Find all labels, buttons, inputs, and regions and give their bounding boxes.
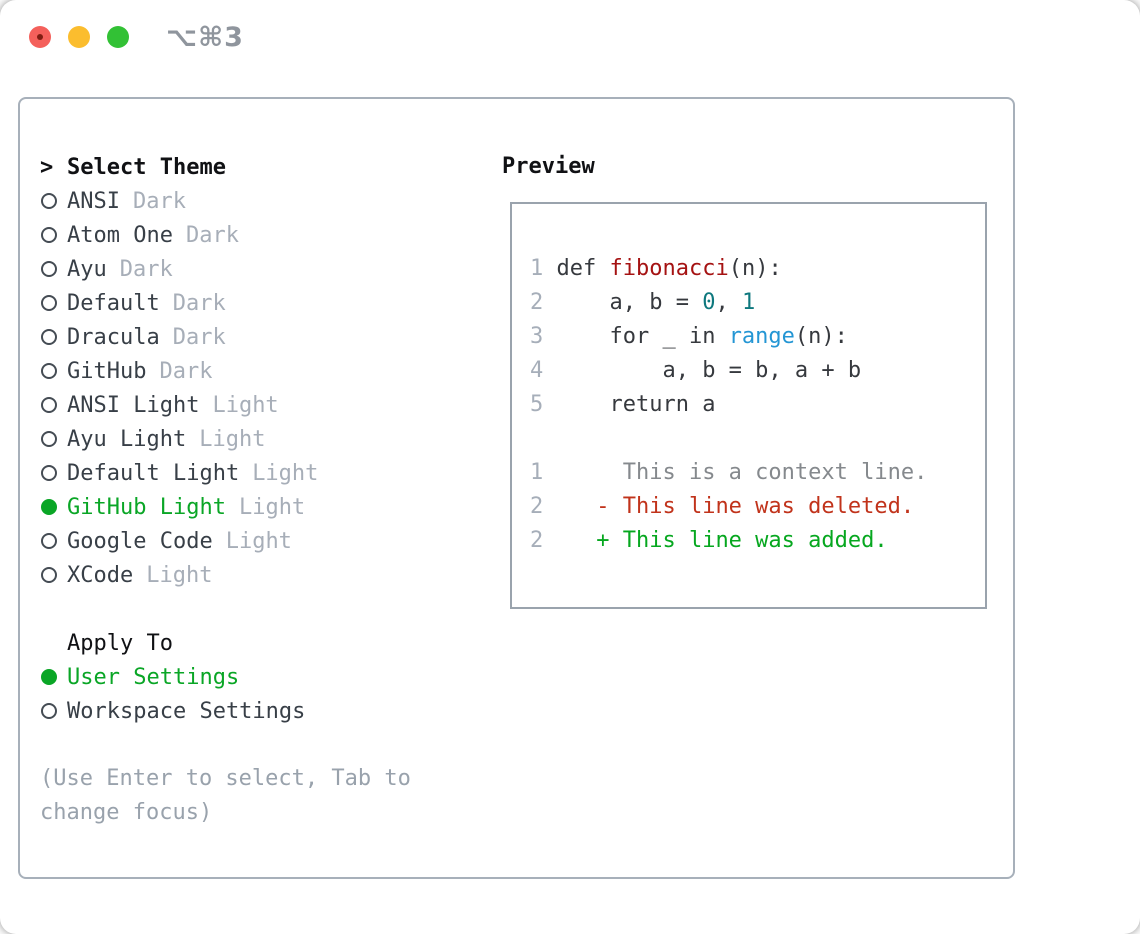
prompt-caret-icon: > [40,154,54,180]
option-variant-label: Light [238,494,306,520]
theme-option-ayu[interactable]: Ayu Dark [40,252,480,286]
radio-icon [40,397,67,413]
theme-option-default-light[interactable]: Default Light Light [40,456,480,490]
select-theme-header: > Select Theme [40,150,480,184]
titlebar: ⌥⌘3 [0,0,1140,74]
radio-icon [40,193,67,209]
spacer [40,592,480,626]
option-variant-label: Dark [132,188,186,214]
radio-icon [40,567,67,583]
option-label: Default [67,290,160,316]
radio-selected-icon [40,499,67,515]
preview-title: Preview [502,154,595,179]
option-variant-label: Dark [172,324,226,350]
option-label: Ayu Light [67,426,187,452]
code-line: 1 This is a context line. [530,460,928,485]
option-variant-label: Light [252,460,319,486]
option-variant-label: Light [225,528,292,554]
code-preview: 1 def fibonacci(n): 2 a, b = 0, 1 3 for _ … [530,252,927,558]
window-title: ⌥⌘3 [166,22,244,53]
option-variant-label: Dark [185,222,239,248]
apply-option-user-settings[interactable]: User Settings [40,660,480,694]
option-variant-label: Dark [172,290,226,316]
radio-icon [40,363,67,379]
theme-option-github-light[interactable]: GitHub Light Light [40,490,480,524]
theme-option-ansi-light[interactable]: ANSI Light Light [40,388,480,422]
option-label: Dracula [67,324,160,350]
option-label: ANSI [67,188,120,214]
option-variant-label: Light [199,426,266,452]
maximize-button[interactable] [107,26,129,48]
option-variant-label: Light [146,562,213,588]
radio-icon [40,261,67,277]
option-label: ANSI Light [67,392,200,418]
radio-icon [40,465,67,481]
radio-icon [40,329,67,345]
close-dot-icon [37,34,43,40]
code-line: 2 a, b = 0, 1 [530,290,756,315]
code-line: 4 a, b = b, a + b [530,358,862,383]
option-label: Workspace Settings [67,698,306,724]
hint-line-2: change focus) [40,800,213,825]
theme-option-dracula[interactable]: Dracula Dark [40,320,480,354]
theme-option-atom-one[interactable]: Atom One Dark [40,218,480,252]
theme-option-default[interactable]: Default Dark [40,286,480,320]
radio-icon [40,533,67,549]
option-label: GitHub Light [67,494,226,520]
option-variant-label: Dark [119,256,173,282]
preview-box: 1 def fibonacci(n): 2 a, b = 0, 1 3 for _ … [510,202,987,609]
radio-selected-icon [40,669,67,685]
theme-option-ansi[interactable]: ANSI Dark [40,184,480,218]
code-line: 5 return a [530,392,716,417]
option-label: Default Light [67,460,240,486]
radio-icon [40,295,67,311]
code-line: 2 + This line was added. [530,528,888,553]
radio-icon [40,703,67,719]
option-label: XCode [67,562,134,588]
option-variant-label: Dark [159,358,213,384]
option-label: GitHub [67,358,147,384]
radio-icon [40,227,67,243]
theme-option-ayu-light[interactable]: Ayu Light Light [40,422,480,456]
hint-line-1: (Use Enter to select, Tab to [40,766,411,791]
select-theme-title: Select Theme [67,154,226,180]
code-line: 3 for _ in range(n): [530,324,848,349]
close-button[interactable] [29,26,51,48]
minimize-button[interactable] [68,26,90,48]
option-label: User Settings [67,664,240,690]
hint-text: (Use Enter to select, Tab to change focu… [40,762,480,830]
code-line: 2 - This line was deleted. [530,494,915,519]
radio-icon [40,431,67,447]
option-label: Ayu [67,256,107,282]
apply-to-header: Apply To [40,626,480,660]
code-line [530,422,927,456]
theme-option-github[interactable]: GitHub Dark [40,354,480,388]
theme-option-xcode[interactable]: XCode Light [40,558,480,592]
option-label: Atom One [67,222,173,248]
code-line: 1 def fibonacci(n): [530,256,782,281]
option-variant-label: Light [212,392,279,418]
apply-option-workspace-settings[interactable]: Workspace Settings [40,694,480,728]
apply-to-title: Apply To [67,630,173,656]
theme-option-google-code[interactable]: Google Code Light [40,524,480,558]
spacer [40,728,480,762]
option-label: Google Code [67,528,213,554]
